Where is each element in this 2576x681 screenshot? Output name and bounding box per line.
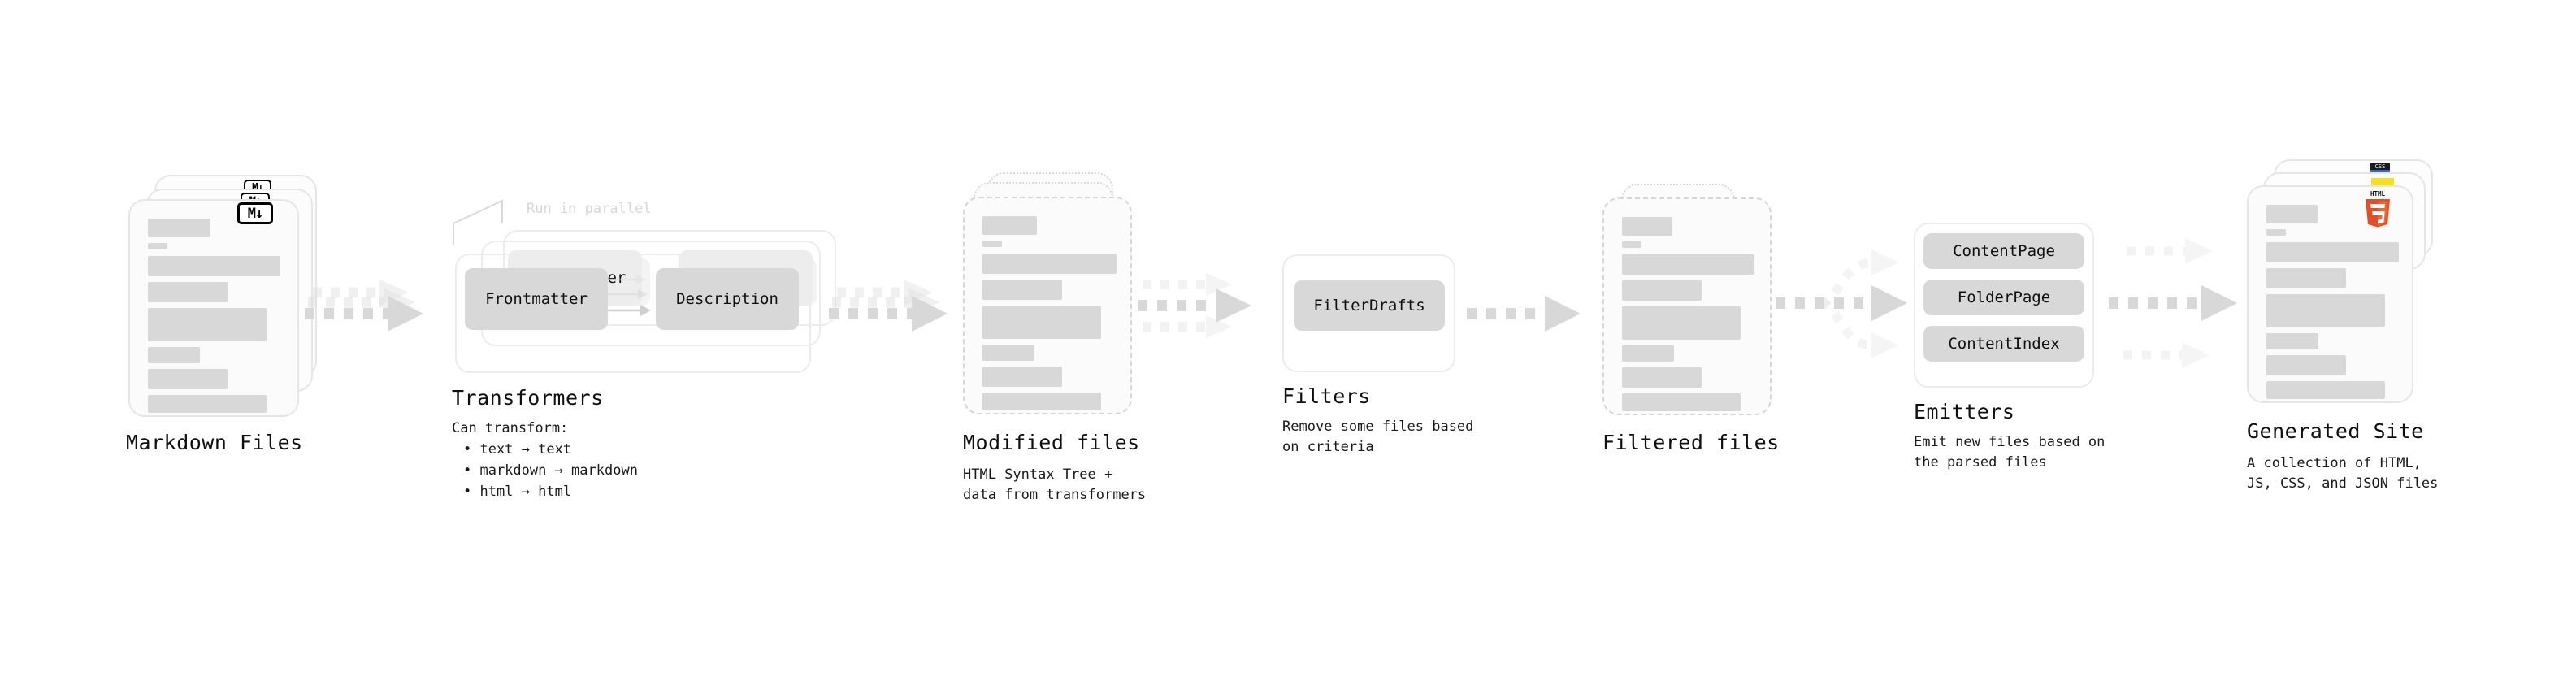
doc-bar [2266, 355, 2346, 375]
modified-doc-front [963, 197, 1132, 414]
emitter-node-contentindex[interactable]: ContentIndex [1923, 326, 2084, 362]
doc-bar [982, 241, 1002, 247]
doc-bar [148, 219, 210, 237]
transformers-bullet-0: • text → text [463, 441, 572, 458]
doc-bar [982, 280, 1062, 300]
doc-bar [1622, 345, 1674, 362]
doc-bar [2266, 381, 2385, 399]
doc-bar [1622, 306, 1741, 340]
transformer-internal-arrows [605, 275, 651, 316]
generated-site-caption: A collection of HTML, JS, CSS, and JSON … [2247, 455, 2439, 492]
connector-filtered-to-emitters [1776, 249, 1907, 358]
stage-label-markdown-files: Markdown Files [126, 431, 303, 454]
emitter-node-folderpage[interactable]: FolderPage [1923, 280, 2084, 315]
css3-icon: CSS [2370, 163, 2390, 173]
doc-bar [1622, 241, 1641, 248]
connector-modified-to-filters [1138, 273, 1251, 338]
parallel-note-label: Run in parallel [527, 201, 652, 217]
stage-label-modified-files: Modified files [963, 431, 1140, 454]
connector-md-to-transformers [305, 280, 423, 332]
doc-bar [982, 393, 1101, 410]
doc-bar [1622, 393, 1741, 411]
doc-bar [982, 306, 1101, 339]
modified-files-caption: HTML Syntax Tree + data from transformer… [963, 466, 1147, 503]
svg-text:HTML: HTML [2370, 190, 2386, 197]
doc-bar [148, 395, 267, 413]
doc-bar [148, 243, 167, 249]
doc-bar [2266, 205, 2318, 223]
filtered-doc-front [1602, 197, 1772, 415]
doc-bar [2266, 229, 2286, 236]
filter-node-filterdrafts[interactable]: FilterDrafts [1294, 280, 1445, 331]
transformers-bullet-1: • markdown → markdown [463, 462, 638, 479]
stage-label-transformers: Transformers [452, 386, 604, 410]
stage-label-filters: Filters [1282, 384, 1371, 408]
connector-emitters-to-site [2109, 238, 2237, 368]
connector-filters-to-filtered [1467, 296, 1581, 332]
parallel-bracket [453, 199, 503, 245]
doc-bar [2266, 333, 2318, 349]
stage-label-emitters: Emitters [1914, 400, 2015, 423]
doc-bar [148, 282, 228, 302]
html5-icon: HTML [2366, 190, 2390, 228]
doc-bar [2266, 242, 2399, 262]
emitters-caption: Emit new files based on the parsed files [1914, 434, 2105, 471]
connector-transformers-to-modified [829, 280, 948, 332]
transformers-caption: Can transform: [452, 420, 569, 436]
transformers-bullet-2: • html → html [463, 484, 572, 500]
doc-bar [1622, 280, 1702, 301]
doc-bar [1622, 367, 1702, 388]
transformer-node-description[interactable]: Description [656, 268, 799, 330]
doc-bar [2266, 294, 2385, 327]
doc-bar [148, 308, 267, 341]
doc-bar [982, 367, 1062, 387]
doc-bar [982, 254, 1117, 274]
doc-bar [148, 369, 228, 389]
doc-bar [148, 347, 200, 363]
markdown-icon: M↓ [237, 202, 273, 224]
filters-group [1282, 254, 1455, 372]
transformer-group-front [455, 254, 811, 373]
doc-bar [148, 256, 280, 276]
transformer-node-frontmatter[interactable]: Frontmatter [465, 268, 608, 330]
stage-label-generated-site: Generated Site [2247, 419, 2424, 443]
emitter-node-contentpage[interactable]: ContentPage [1923, 233, 2084, 269]
markdown-doc-front [128, 199, 299, 417]
doc-bar [2266, 268, 2346, 288]
doc-bar [1622, 217, 1672, 236]
filters-caption: Remove some files based on criteria [1282, 419, 1474, 455]
doc-bar [982, 345, 1034, 361]
stage-label-filtered-files: Filtered files [1602, 431, 1780, 454]
doc-bar [1622, 254, 1754, 275]
doc-bar [982, 216, 1037, 235]
